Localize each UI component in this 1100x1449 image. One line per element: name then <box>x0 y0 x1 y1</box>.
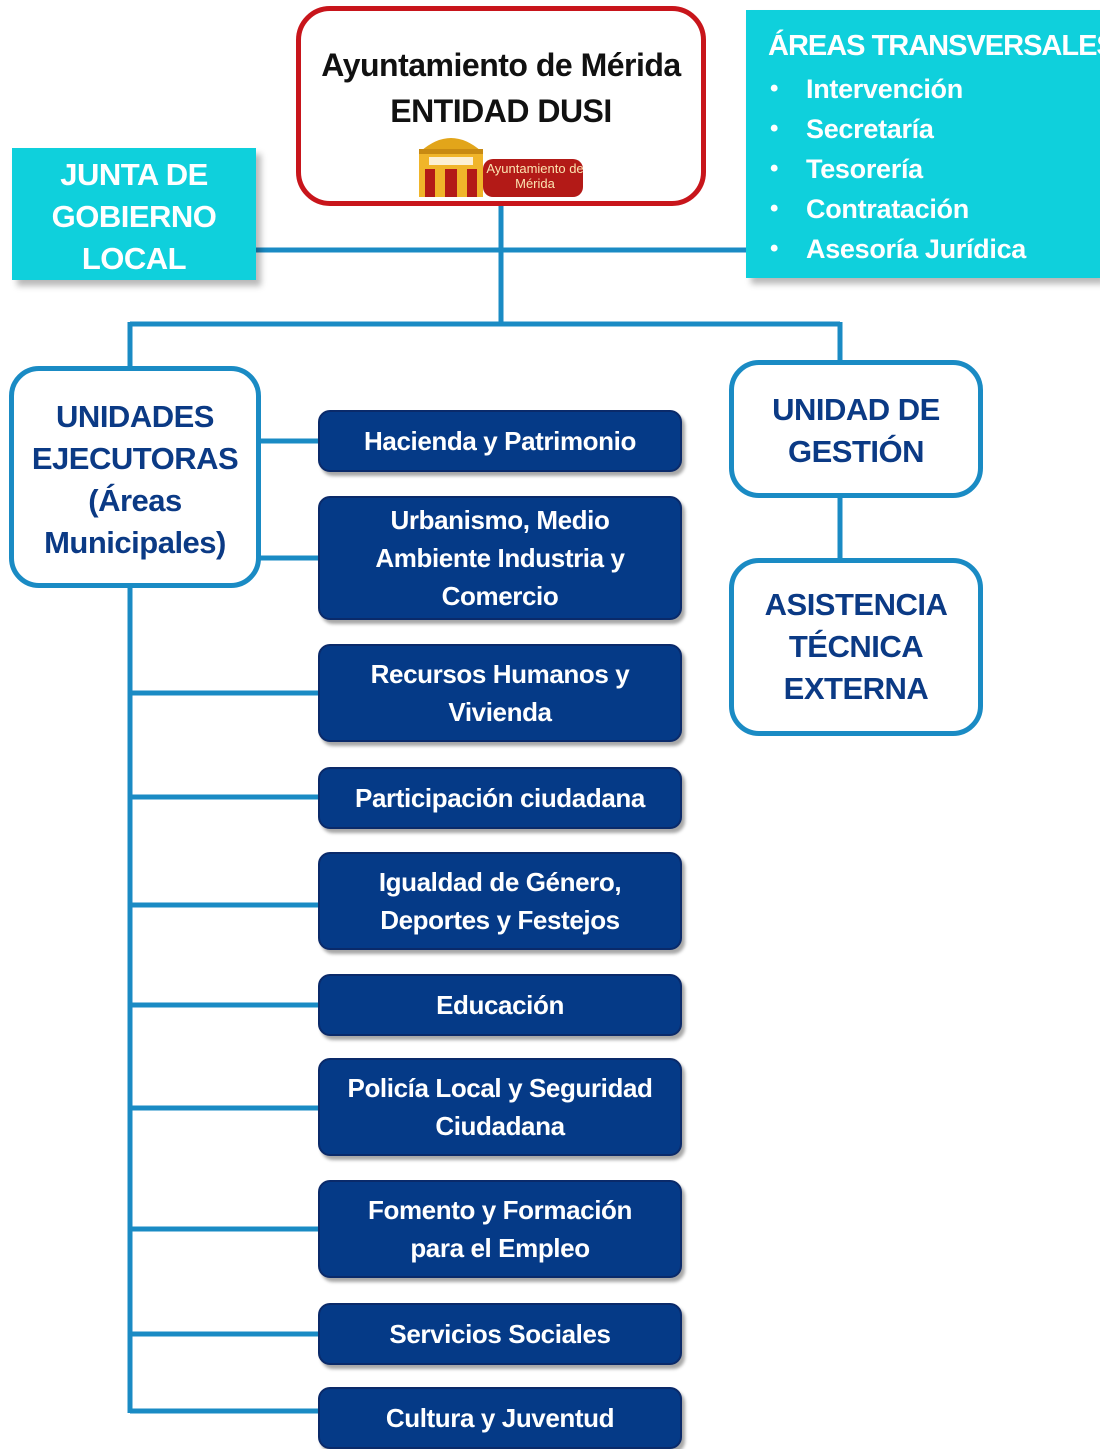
area-item-label: Contratación <box>806 194 969 224</box>
unidades-line: UNIDADES <box>56 399 214 434</box>
dept-recursos-humanos: Recursos Humanos y Vivienda <box>318 644 682 742</box>
bullet-icon: • <box>770 235 779 262</box>
dept-line: Hacienda y Patrimonio <box>364 426 636 456</box>
dept-line: Fomento y Formación <box>368 1195 632 1225</box>
dept-line: Urbanismo, Medio <box>390 505 610 535</box>
area-item: • Intervención <box>768 69 1100 109</box>
dept-line: Ciudadana <box>435 1111 565 1141</box>
unidades-line: EJECUTORAS <box>31 441 239 476</box>
dept-line: Policía Local y Seguridad <box>347 1073 653 1103</box>
dept-hacienda: Hacienda y Patrimonio <box>318 410 682 472</box>
dept-fomento: Fomento y Formación para el Empleo <box>318 1180 682 1278</box>
bullet-icon: • <box>770 195 779 222</box>
gestion-line: GESTIÓN <box>787 434 925 469</box>
dept-participacion: Participación ciudadana <box>318 767 682 829</box>
entity-box: Ayuntamiento de Mérida ENTIDAD DUSI Ayun… <box>296 6 706 206</box>
area-item: • Asesoría Jurídica <box>768 229 1100 269</box>
dept-policia: Policía Local y Seguridad Ciudadana <box>318 1058 682 1156</box>
dept-line: Recursos Humanos y <box>370 659 630 689</box>
area-item: • Tesorería <box>768 149 1100 189</box>
dept-igualdad: Igualdad de Género, Deportes y Festejos <box>318 852 682 950</box>
bullet-icon: • <box>770 155 779 182</box>
areas-list: • Intervención • Secretaría • Tesorería • Co… <box>768 69 1100 269</box>
dept-line: Cultura y Juventud <box>385 1403 615 1433</box>
dept-servicios-sociales: Servicios Sociales <box>318 1303 682 1365</box>
dept-line: Comercio <box>441 581 559 611</box>
dept-line: Participación ciudadana <box>355 783 645 813</box>
areas-transversales-box: ÁREAS TRANSVERSALES • Intervención • Secre… <box>746 10 1100 278</box>
dept-line: Educación <box>436 990 564 1020</box>
dept-line: Servicios Sociales <box>389 1319 611 1349</box>
dept-line: Deportes y Festejos <box>380 905 620 935</box>
area-item-label: Asesoría Jurídica <box>806 234 1027 264</box>
asistencia-line: ASISTENCIA <box>764 587 948 622</box>
entity-name: Ayuntamiento de Mérida <box>321 47 681 83</box>
logo-text: Ayuntamiento de Mérida <box>486 161 584 191</box>
unidades-line: Municipales) <box>44 525 226 560</box>
bullet-icon: • <box>770 75 779 102</box>
dept-cultura: Cultura y Juventud <box>318 1387 682 1449</box>
dept-line: Ambiente Industria y <box>375 543 625 573</box>
junta-line: GOBIERNO <box>51 199 217 234</box>
dept-line: Vivienda <box>448 697 552 727</box>
unidades-ejecutoras-box: UNIDADES EJECUTORAS (Áreas Municipales) <box>9 366 261 588</box>
area-item-label: Intervención <box>806 74 963 104</box>
unidad-gestion-box: UNIDAD DE GESTIÓN <box>729 360 983 498</box>
dept-line: para el Empleo <box>410 1233 590 1263</box>
area-item-label: Tesorería <box>806 154 923 184</box>
asistencia-line: EXTERNA <box>783 671 929 706</box>
entity-subtitle: ENTIDAD DUSI <box>390 93 612 129</box>
dept-educacion: Educación <box>318 974 682 1036</box>
area-item: • Contratación <box>768 189 1100 229</box>
asistencia-line: TÉCNICA <box>788 629 924 664</box>
unidades-line: (Áreas <box>88 483 182 518</box>
dept-urbanismo: Urbanismo, Medio Ambiente Industria y Co… <box>318 496 682 620</box>
bullet-icon: • <box>770 115 779 142</box>
junta-line: LOCAL <box>81 241 187 276</box>
area-item-label: Secretaría <box>806 114 934 144</box>
junta-line: JUNTA DE <box>60 157 208 192</box>
ayuntamiento-logo: Ayuntamiento de Mérida <box>415 129 587 199</box>
gestion-line: UNIDAD DE <box>772 392 940 427</box>
areas-title: ÁREAS TRANSVERSALES <box>768 30 1100 62</box>
asistencia-tecnica-box: ASISTENCIA TÉCNICA EXTERNA <box>729 558 983 736</box>
area-item: • Secretaría <box>768 109 1100 149</box>
junta-gobierno-box: JUNTA DE GOBIERNO LOCAL <box>12 148 256 280</box>
dept-line: Igualdad de Género, <box>378 867 622 897</box>
